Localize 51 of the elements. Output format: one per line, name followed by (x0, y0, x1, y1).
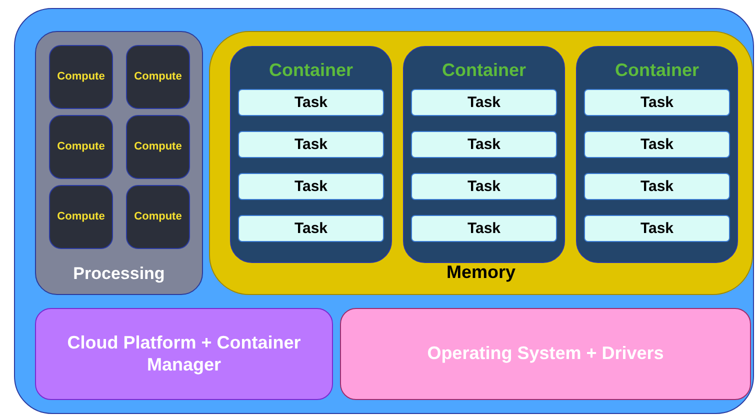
task-box (411, 215, 557, 242)
task-label: Task (293, 94, 329, 112)
box-label: Operating System + Drivers (426, 343, 665, 365)
task-label: Task (639, 94, 675, 112)
box-label: Cloud Platform + Container Manager (66, 332, 302, 376)
container-title: Container (614, 60, 700, 82)
compute-tile (126, 115, 190, 179)
tile-label: Compute (133, 70, 183, 84)
outer-panel (14, 8, 754, 414)
panel-title: Processing (72, 264, 166, 284)
task-box (238, 131, 384, 158)
compute-tile (49, 185, 113, 249)
task-box (584, 173, 730, 200)
task-label: Task (293, 136, 329, 154)
task-box (584, 89, 730, 116)
task-label: Task (466, 220, 502, 238)
container-title: Container (440, 60, 527, 82)
task-label: Task (466, 136, 502, 154)
tile-label: Compute (56, 140, 106, 154)
platform-box (35, 308, 333, 400)
panel-title: Memory (445, 262, 517, 284)
task-box (584, 131, 730, 158)
tile-label: Compute (56, 70, 106, 84)
task-label: Task (293, 220, 329, 238)
compute-tile (49, 115, 113, 179)
container-title: Container (268, 60, 354, 82)
task-box (238, 89, 384, 116)
task-box (411, 89, 557, 116)
task-label: Task (639, 136, 675, 154)
task-box (584, 215, 730, 242)
task-label: Task (639, 178, 675, 196)
task-label: Task (293, 178, 329, 196)
task-box (411, 131, 557, 158)
task-label: Task (466, 178, 502, 196)
processing-panel (35, 31, 203, 295)
task-box (238, 173, 384, 200)
compute-tile (126, 185, 190, 249)
compute-tile (126, 45, 190, 109)
task-box (238, 215, 384, 242)
compute-tile (49, 45, 113, 109)
system-box (340, 308, 751, 400)
task-box (411, 173, 557, 200)
tile-label: Compute (133, 210, 183, 224)
container-panel (403, 46, 565, 263)
task-label: Task (639, 220, 675, 238)
memory-panel (209, 31, 753, 295)
container-panel (230, 46, 392, 263)
tile-label: Compute (56, 210, 106, 224)
tile-label: Compute (133, 140, 183, 154)
task-label: Task (466, 94, 502, 112)
container-panel (576, 46, 738, 263)
